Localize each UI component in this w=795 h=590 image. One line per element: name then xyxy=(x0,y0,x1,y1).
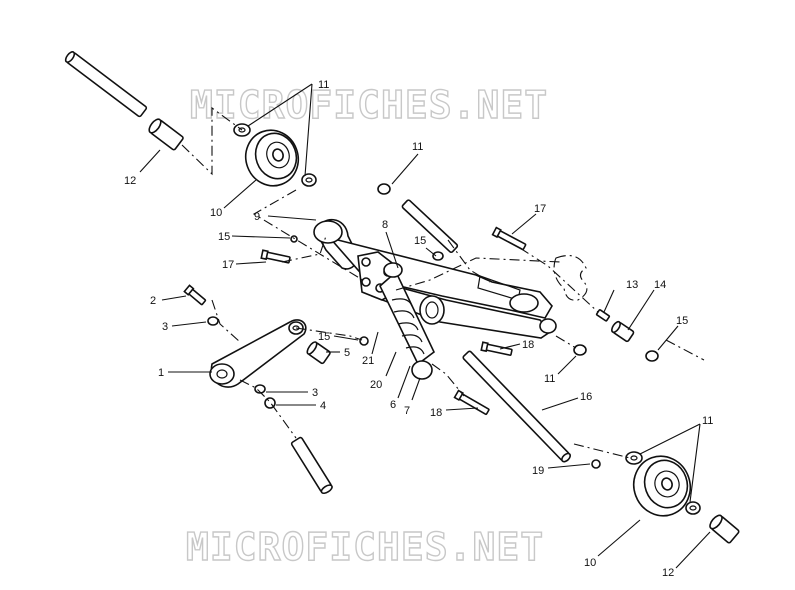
watermark-bottom: MICROFICHES.NET xyxy=(186,525,544,569)
callout-15: 15 xyxy=(414,235,426,247)
lower-axle-assembly xyxy=(625,451,740,544)
upper-axle-assembly xyxy=(64,51,317,187)
callout-11: 11 xyxy=(318,79,329,91)
callout-15: 15 xyxy=(218,231,230,243)
lower-idler-wheel xyxy=(632,455,692,517)
callout-5: 5 xyxy=(344,347,350,359)
upper-idler-wheel xyxy=(244,129,300,187)
bolt-19 xyxy=(591,459,601,469)
nut-15-upper xyxy=(290,235,298,243)
callout-12: 12 xyxy=(124,175,136,187)
washer-11-middle xyxy=(573,344,587,356)
pin-13 xyxy=(595,309,611,322)
lower-spacer-bushing xyxy=(709,514,740,544)
callout-3: 3 xyxy=(312,387,318,399)
watermark-top: MICROFICHES.NET xyxy=(190,83,548,127)
callout-9: 9 xyxy=(254,211,260,223)
lower-washer-right xyxy=(685,501,701,515)
callout-3: 3 xyxy=(162,321,168,333)
lower-washer-left xyxy=(625,451,643,465)
callout-16: 16 xyxy=(580,391,592,403)
bracket-outline xyxy=(553,255,588,301)
callout-11: 11 xyxy=(702,415,713,427)
callout-13: 13 xyxy=(626,279,638,291)
callout-21: 21 xyxy=(362,355,374,367)
callout-12: 12 xyxy=(662,567,674,579)
callout-18: 18 xyxy=(430,407,442,419)
bolt-18-upper xyxy=(480,341,513,356)
callout-15: 15 xyxy=(676,315,688,327)
callout-17: 17 xyxy=(534,203,546,215)
spacer-5 xyxy=(306,341,331,365)
upper-long-bolt xyxy=(377,183,459,254)
callout-7: 7 xyxy=(404,405,410,417)
callout-8: 8 xyxy=(382,219,388,231)
bolt-2 xyxy=(183,284,207,306)
callout-11: 11 xyxy=(412,141,423,153)
nut-15-middle xyxy=(432,251,444,261)
callout-19: 19 xyxy=(532,465,544,477)
washer-3-lower xyxy=(254,384,266,394)
shock-absorber xyxy=(379,262,436,380)
callout-4: 4 xyxy=(320,400,326,412)
washer-3-upper xyxy=(207,316,219,326)
callout-labels: 11 12 10 11 9 8 15 15 17 17 2 3 15 5 21 … xyxy=(124,79,713,579)
assembly-centerlines xyxy=(211,189,705,459)
upper-spacer-bushing xyxy=(148,118,184,151)
callout-1: 1 xyxy=(158,367,164,379)
nut-15-right xyxy=(645,350,659,362)
bolt-18-lower xyxy=(453,389,490,416)
callout-10: 10 xyxy=(584,557,596,569)
callout-17: 17 xyxy=(222,259,234,271)
upper-axle-shaft xyxy=(64,51,148,118)
upper-washer-right xyxy=(301,173,317,187)
bushing-14 xyxy=(611,320,635,343)
callout-18: 18 xyxy=(522,339,534,351)
callout-6: 6 xyxy=(390,399,396,411)
callout-20: 20 xyxy=(370,379,382,391)
long-shaft-16 xyxy=(462,350,571,463)
callout-11: 11 xyxy=(544,373,555,385)
callout-14: 14 xyxy=(654,279,666,291)
callout-15: 15 xyxy=(318,331,330,343)
callout-2: 2 xyxy=(150,295,156,307)
bolt-17-right xyxy=(491,226,527,251)
lower-left-rod xyxy=(290,436,333,495)
callout-10: 10 xyxy=(210,207,222,219)
lower-link-arm xyxy=(209,319,307,388)
leader-lines xyxy=(139,83,711,569)
nut-15-lower xyxy=(359,336,369,346)
